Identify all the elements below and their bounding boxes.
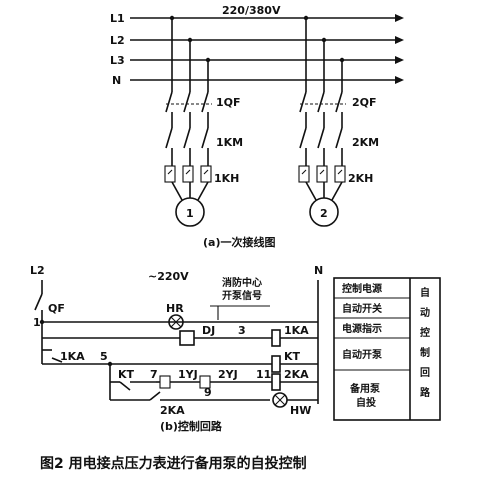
timer-kt-label: KT bbox=[118, 368, 135, 381]
node-7-label: 7 bbox=[150, 368, 158, 381]
control-voltage-label: ~220V bbox=[148, 270, 189, 283]
lamp-hr bbox=[168, 314, 184, 330]
lamp-hr-label: HR bbox=[166, 302, 184, 315]
legend-row-standby: 备用泵自投 bbox=[349, 382, 381, 409]
right-branch: 2QF 2KM 2KH 2 bbox=[298, 15, 379, 227]
primary-wiring: L1 L2 L3 N 220/380V 1QF bbox=[110, 4, 404, 249]
legend-row-auto-pump: 自动开泵 bbox=[342, 348, 383, 361]
caption-a: (a)一次接线图 bbox=[203, 235, 275, 249]
relay-dj bbox=[179, 330, 195, 346]
signal-label-2: 开泵信号 bbox=[222, 289, 262, 302]
legend-row-power-indicator: 电源指示 bbox=[342, 322, 382, 335]
figure-caption: 图2 用电接点压力表进行备用泵的自投控制 bbox=[40, 455, 307, 472]
motor-1-label: 1 bbox=[186, 207, 194, 220]
motor-2 bbox=[309, 197, 339, 227]
bus-label-l3: L3 bbox=[110, 54, 125, 67]
contact-1yj-label: 1YJ bbox=[178, 368, 198, 381]
node-1-label: 1 bbox=[33, 316, 41, 329]
contactor-2km-label: 2KM bbox=[352, 136, 379, 149]
control-circuit: L2 N ~220V 消防中心 开泵信号 QF 1 HR DJ 3 bbox=[30, 264, 323, 433]
node-9-label: 9 bbox=[204, 386, 212, 399]
lamp-hw-label: HW bbox=[290, 404, 311, 417]
contact-2ka-label: 2KA bbox=[160, 404, 185, 417]
relay-1kh-label: 1KH bbox=[214, 172, 239, 185]
motor-1 bbox=[175, 197, 205, 227]
legend-row-auto-switch: 自动开关 bbox=[342, 302, 382, 315]
bus-label-n: N bbox=[112, 74, 121, 87]
node-11-label: 11 bbox=[256, 368, 271, 381]
neutral-n-label: N bbox=[314, 264, 323, 277]
node-3-label: 3 bbox=[238, 324, 246, 337]
contact-2yj-label: 2YJ bbox=[218, 368, 238, 381]
coil-1ka bbox=[271, 329, 281, 347]
contactor-1km-label: 1KM bbox=[216, 136, 243, 149]
relay-2kh-label: 2KH bbox=[348, 172, 373, 185]
voltage-label: 220/380V bbox=[222, 4, 281, 17]
motor-2-label: 2 bbox=[320, 207, 328, 220]
coil-2ka bbox=[271, 373, 281, 391]
signal-label-1: 消防中心 bbox=[222, 276, 262, 289]
coil-1ka-label: 1KA bbox=[284, 324, 309, 337]
legend-row-control-power: 控制电源 bbox=[342, 282, 382, 295]
node-5-label: 5 bbox=[100, 350, 108, 363]
coil-kt-label: KT bbox=[284, 350, 301, 363]
caption-b: (b)控制回路 bbox=[160, 419, 223, 433]
coil-2ka-label: 2KA bbox=[284, 368, 309, 381]
bus-label-l1: L1 bbox=[110, 12, 125, 25]
breaker-1qf-label: 1QF bbox=[216, 96, 241, 109]
breaker-qf-label: QF bbox=[48, 302, 65, 315]
bus-label-l2: L2 bbox=[110, 34, 125, 47]
left-branch: 1QF 1KM 1KH 1 bbox=[164, 15, 243, 227]
legend-table: 控制电源 自动开关 电源指示 自动开泵 备用泵自投 自动控制回路 bbox=[333, 277, 441, 421]
coil-kt bbox=[271, 355, 281, 373]
legend-side: 自动控制回路 bbox=[420, 286, 431, 399]
supply-l2-label: L2 bbox=[30, 264, 45, 277]
contact-1ka-label: 1KA bbox=[60, 350, 85, 363]
relay-dj-label: DJ bbox=[202, 324, 215, 337]
breaker-2qf-label: 2QF bbox=[352, 96, 377, 109]
